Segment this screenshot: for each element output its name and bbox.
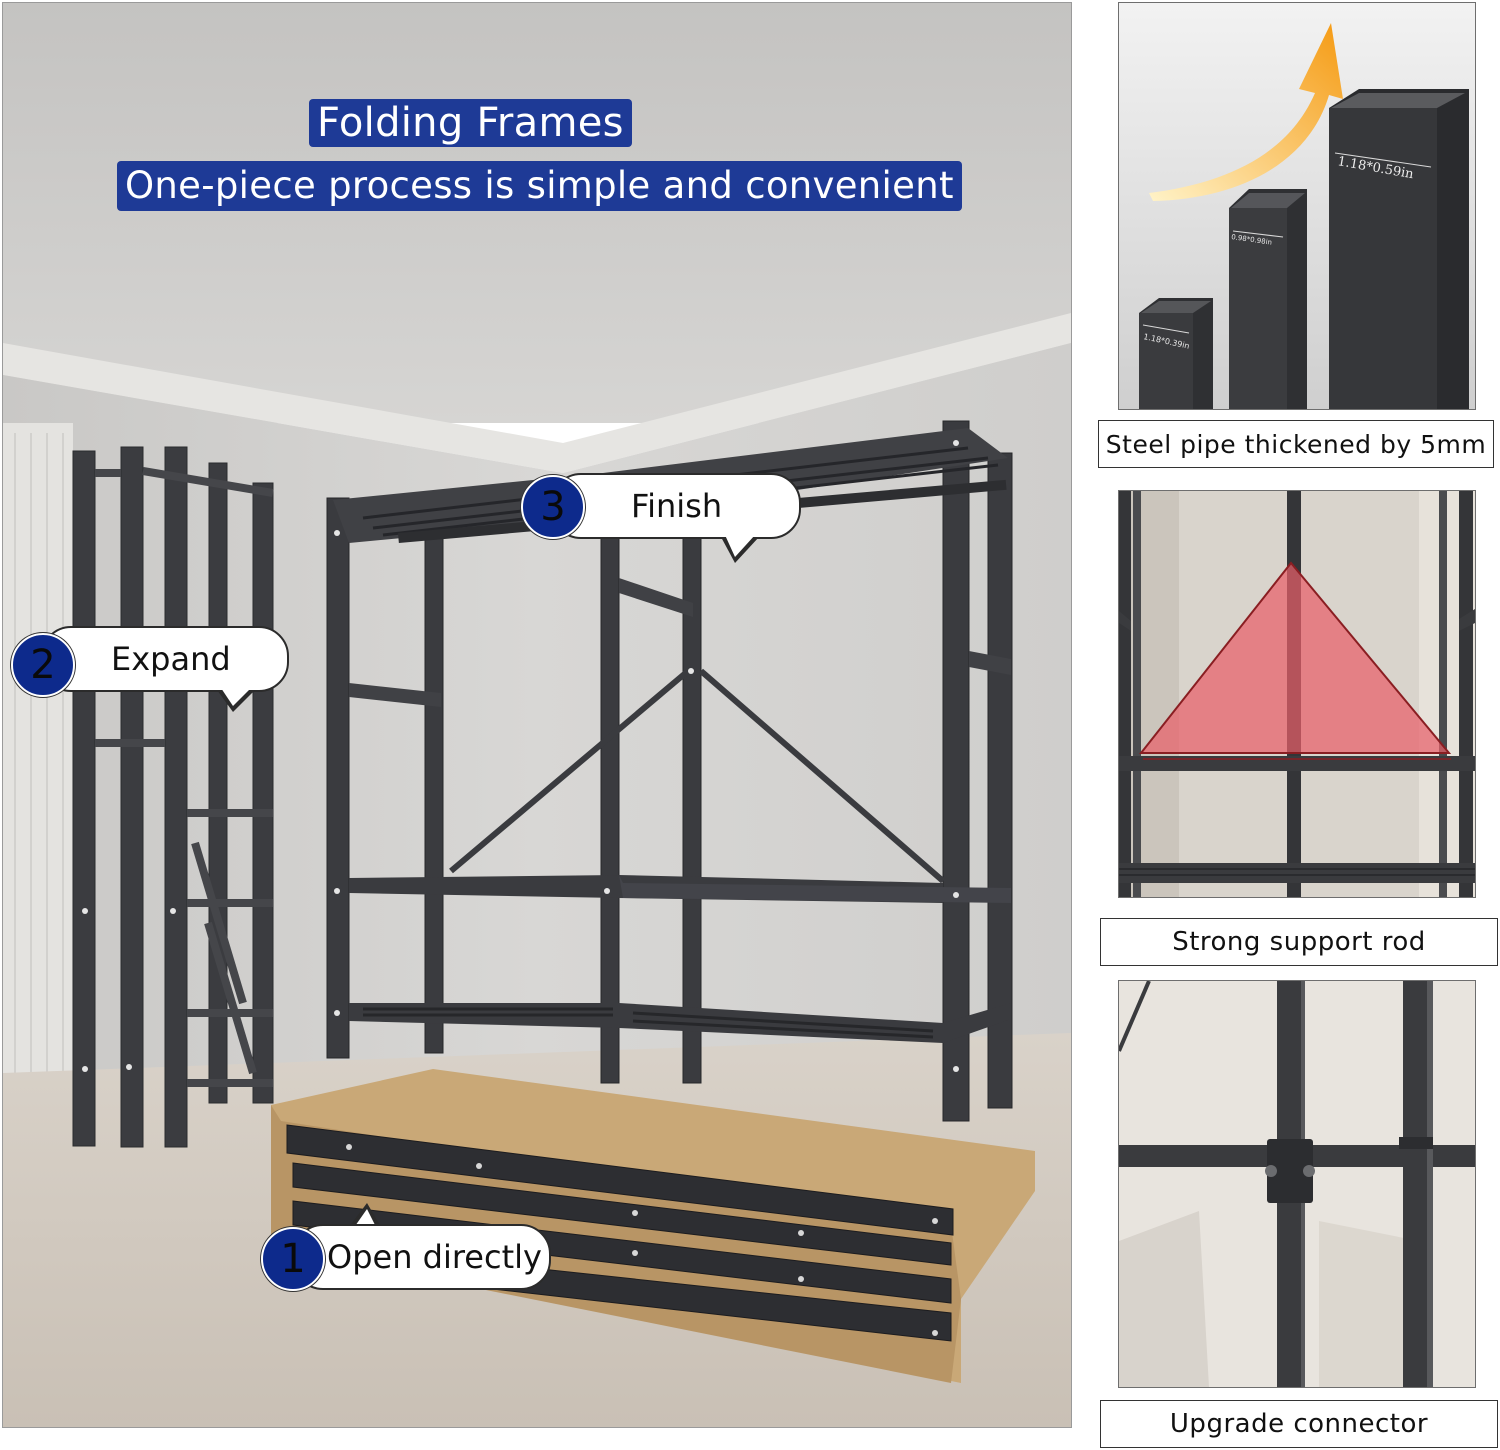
- step-label-expand: Expand: [111, 640, 231, 678]
- caption-support-rod: Strong support rod: [1100, 918, 1498, 966]
- caption-steel-pipe: Steel pipe thickened by 5mm: [1098, 420, 1494, 468]
- step-number-3: 3: [521, 475, 585, 539]
- connector-image: [1118, 980, 1476, 1388]
- bubble-tail-fill: [725, 535, 755, 557]
- steel-pipe-image: 1.18*0.39in 0.98*0.98in 1.18*0.59in: [1118, 2, 1476, 410]
- step-number-2: 2: [11, 633, 75, 697]
- caption-upgrade-connector: Upgrade connector: [1100, 1400, 1498, 1448]
- support-rod-image: [1118, 490, 1476, 898]
- subtitle-banner: One-piece process is simple and convenie…: [117, 161, 962, 211]
- step-bubble-finish: Finish: [551, 473, 801, 539]
- step-bubble-open-directly: Open directly: [293, 1224, 551, 1290]
- step-label-finish: Finish: [631, 487, 723, 525]
- title-banner-folding-frames: Folding Frames: [309, 99, 632, 147]
- step-number-1: 1: [261, 1227, 325, 1291]
- bubble-tail-fill: [221, 688, 251, 706]
- step-bubble-expand: Expand: [41, 626, 289, 692]
- wardrobe-scene-illustration: [3, 3, 1071, 1427]
- main-scene-panel: Folding Frames One-piece process is simp…: [2, 2, 1072, 1428]
- step-label-open-directly: Open directly: [327, 1238, 542, 1276]
